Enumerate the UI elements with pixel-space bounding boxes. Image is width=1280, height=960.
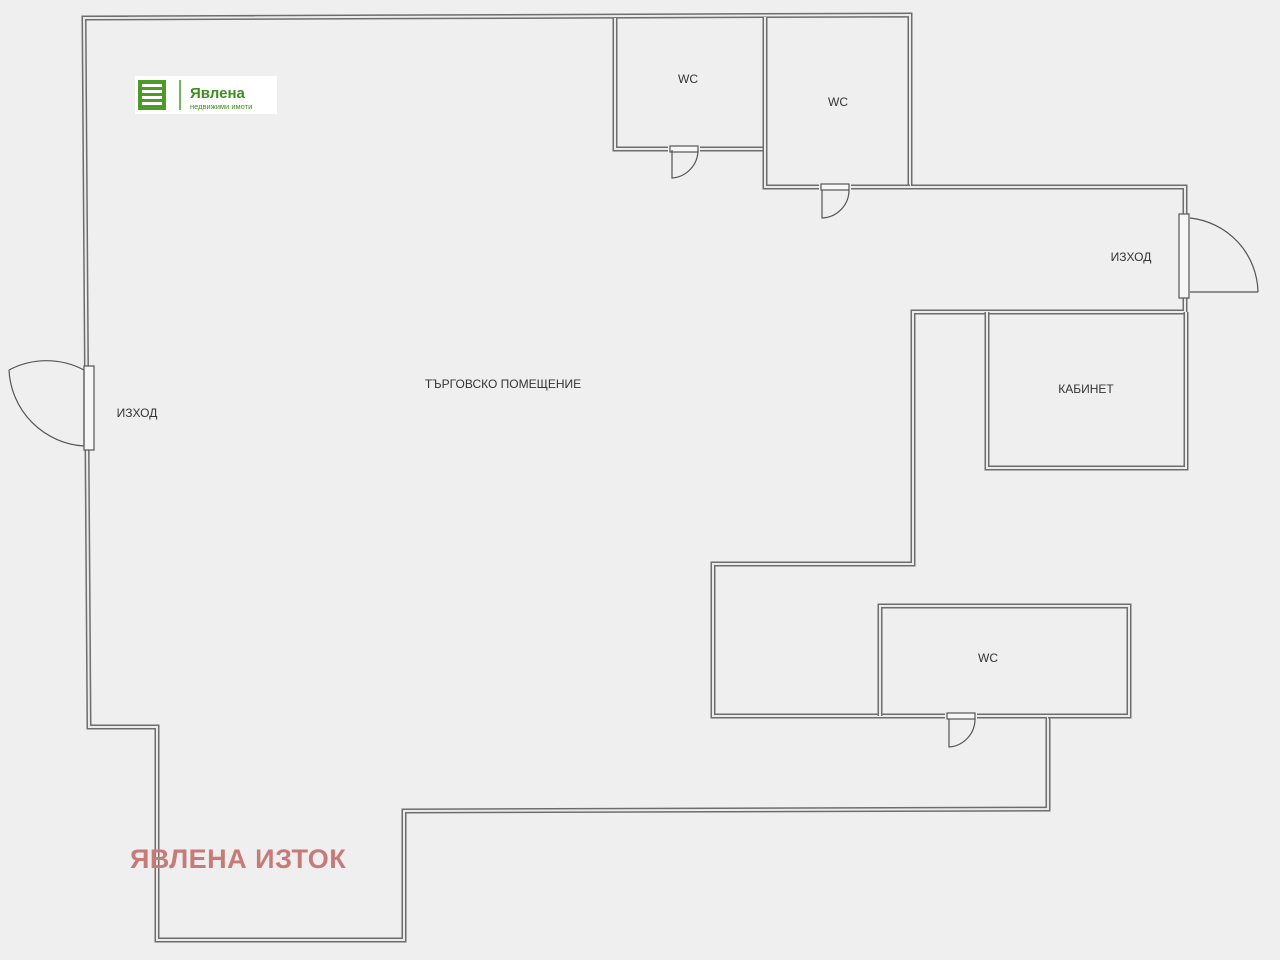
main-hall-label: ТЪРГОВСКО ПОМЕЩЕНИЕ xyxy=(425,377,581,391)
logo-tagline-text: недвижими имоти xyxy=(190,102,252,111)
logo-mark-icon xyxy=(138,80,166,110)
wc-1-door[interactable] xyxy=(668,144,700,179)
exit-left-label: ИЗХОД xyxy=(117,406,158,420)
brand-logo: Явлена недвижими имоти xyxy=(135,76,277,114)
wc-room-1 xyxy=(612,18,765,152)
right-exit-door[interactable] xyxy=(1177,213,1259,299)
logo-brand-text: Явлена xyxy=(190,85,246,102)
exit-right-label: ИЗХОД xyxy=(1111,250,1152,264)
outer-wall xyxy=(81,12,1188,943)
watermark-text: ЯВЛЕНА ИЗТОК xyxy=(130,844,346,874)
wc-2-door[interactable] xyxy=(819,182,851,219)
wc-1-label: WC xyxy=(678,72,698,86)
wc-room-2 xyxy=(762,17,910,190)
wc-room-3 xyxy=(877,603,1132,719)
office-room xyxy=(984,312,1189,471)
wc-2-label: WC xyxy=(828,95,848,109)
wc-3-label: WC xyxy=(978,651,998,665)
wc-3-door[interactable] xyxy=(945,711,977,748)
left-exit-door[interactable] xyxy=(8,360,96,451)
office-label: КАБИНЕТ xyxy=(1058,382,1114,396)
